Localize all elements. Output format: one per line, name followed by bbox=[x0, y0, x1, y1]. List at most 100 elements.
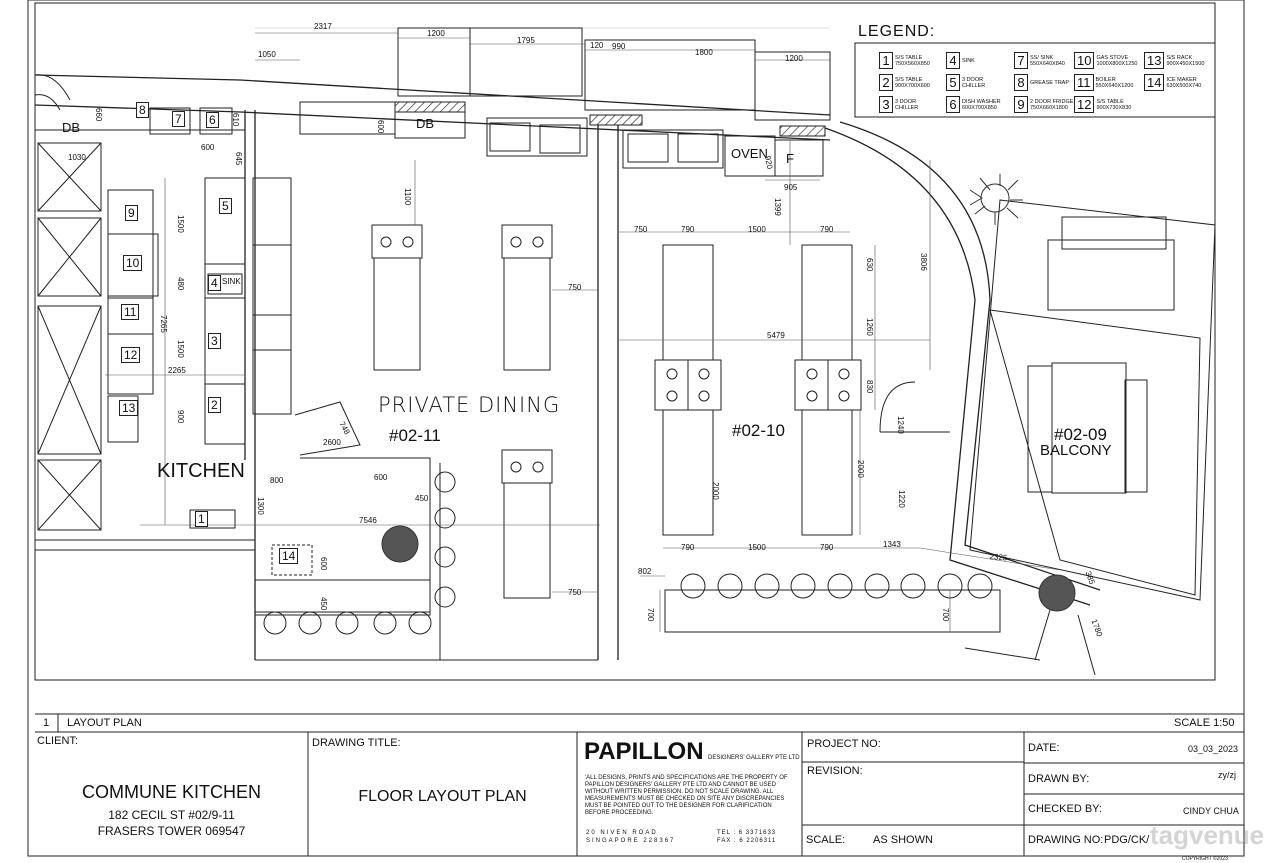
address-line-1: 182 CECIL ST #02/9-11 bbox=[108, 808, 235, 822]
dining-tables-0211 bbox=[371, 224, 553, 599]
room-label-private-dining: PRIVATE DINING bbox=[378, 393, 561, 417]
dimension-label: 2317 bbox=[314, 22, 332, 31]
equipment-tag-11: 11 bbox=[121, 304, 140, 320]
legend-item-number: 10 bbox=[1074, 52, 1095, 69]
equipment-tag-9: 9 bbox=[125, 205, 138, 221]
legend-title: LEGEND: bbox=[858, 23, 936, 40]
equipment-tag-14: 14 bbox=[279, 548, 299, 564]
legend-frame bbox=[854, 42, 1216, 118]
dimension-label: 750 bbox=[568, 588, 582, 597]
equipment-tag-5: 5 bbox=[219, 198, 232, 214]
dimension-label: 120 bbox=[590, 41, 604, 50]
balcony-table bbox=[1047, 239, 1175, 311]
legend-item-text: DISH WASHER 600X700X850 bbox=[962, 98, 1001, 111]
dimension-label: 1399 bbox=[773, 198, 782, 216]
dimension-label: 750 bbox=[634, 225, 648, 234]
legend-item-text: S/S TABLE 900X730X830 bbox=[1096, 98, 1132, 111]
equipment-tag-12: 12 bbox=[121, 347, 141, 363]
dining-tables-0210 bbox=[654, 244, 1001, 633]
column-0211 bbox=[381, 525, 419, 563]
dimension-label: 700 bbox=[941, 608, 950, 622]
label-db-1: DB bbox=[62, 120, 81, 135]
address-line-2: FRASERS TOWER 069547 bbox=[97, 824, 246, 838]
dimension-label: 790 bbox=[820, 225, 834, 234]
project-no-label: PROJECT NO: bbox=[807, 738, 881, 750]
copyright: COPYRIGHT ©2023 bbox=[1182, 856, 1228, 862]
legend-item-number: 2 bbox=[879, 74, 893, 91]
label-sink: SINK bbox=[222, 277, 241, 286]
equipment-tag-13: 13 bbox=[119, 400, 139, 416]
dimension-label: 600 bbox=[319, 557, 328, 571]
drawing-frame bbox=[34, 2, 1216, 681]
dimension-label: 600 bbox=[374, 473, 388, 482]
label-oven: OVEN bbox=[731, 146, 768, 161]
kitchen-storage bbox=[37, 142, 102, 531]
legend-item-text: ICE MAKER 630X500X740 bbox=[1166, 76, 1202, 89]
dimension-label: 1240 bbox=[896, 416, 905, 434]
drawing-no-label: DRAWING NO: bbox=[1028, 834, 1104, 846]
dimension-label: 600 bbox=[376, 120, 385, 134]
equipment-tag-4: 4 bbox=[208, 275, 221, 291]
dimension-label: 2600 bbox=[323, 438, 341, 447]
revision-label: REVISION: bbox=[807, 765, 863, 777]
legend-item-text: SS/ SINK 550X640X840 bbox=[1030, 54, 1065, 67]
drawing-title: FLOOR LAYOUT PLAN bbox=[358, 788, 527, 805]
firm-fax: FAX : 6 2206311 bbox=[717, 838, 777, 844]
dimension-label: 790 bbox=[681, 543, 695, 552]
dimension-label: 1100 bbox=[403, 188, 412, 206]
dimension-label: 2325 bbox=[989, 552, 1008, 563]
scale-label: SCALE: bbox=[806, 834, 846, 846]
drawing-title-label: DRAWING TITLE: bbox=[312, 737, 401, 749]
firm-logo: PAPILLON DESIGNERS' GALLERY PTE LTD bbox=[584, 738, 800, 766]
legend-item-text: SINK bbox=[962, 57, 975, 64]
equipment-tag-8: 8 bbox=[136, 102, 149, 118]
dimension-label: 790 bbox=[681, 225, 695, 234]
legend-item-number: 6 bbox=[946, 96, 960, 113]
firm-address-1: 20 NIVEN ROAD bbox=[586, 830, 658, 836]
stools-0210 bbox=[680, 573, 993, 599]
dimension-label: 802 bbox=[638, 567, 652, 576]
dimension-label: 480 bbox=[176, 277, 185, 291]
client-label: CLIENT: bbox=[37, 735, 78, 747]
room-label-0211: #02-11 bbox=[389, 426, 441, 445]
dimension-label: 660 bbox=[94, 108, 103, 122]
dimension-label: 1050 bbox=[258, 50, 276, 59]
dimension-label: 1200 bbox=[427, 29, 445, 38]
dimension-label: 1500 bbox=[748, 543, 766, 552]
legend-item-number: 14 bbox=[1144, 74, 1165, 91]
legend-item-number: 3 bbox=[879, 96, 893, 113]
dimension-label: 750 bbox=[568, 283, 582, 292]
legend-item-number: 11 bbox=[1074, 74, 1094, 91]
view-title: LAYOUT PLAN bbox=[67, 717, 142, 729]
view-number: 1 bbox=[43, 717, 50, 729]
dimension-label: 3806 bbox=[919, 253, 928, 271]
legend-item-text: S/S TABLE 900X700X600 bbox=[895, 76, 930, 89]
dimension-label: 610 bbox=[231, 113, 240, 127]
firm-tel: TEL : 6 3371633 bbox=[717, 830, 777, 836]
dimension-label: 905 bbox=[784, 183, 798, 192]
legend-item-number: 5 bbox=[946, 74, 960, 91]
stools-0211 bbox=[263, 471, 456, 635]
date-label: DATE: bbox=[1028, 742, 1060, 754]
dimension-label: 800 bbox=[270, 476, 284, 485]
dimension-label: 630 bbox=[865, 258, 874, 272]
dimension-label: 1500 bbox=[748, 225, 766, 234]
dimension-label: 1795 bbox=[517, 36, 535, 45]
title-block bbox=[35, 713, 1244, 856]
dimension-label: 1220 bbox=[897, 490, 906, 508]
legend-item-number: 8 bbox=[1014, 74, 1028, 91]
legend-item-number: 12 bbox=[1074, 96, 1095, 113]
checked-by-label: CHECKED BY: bbox=[1028, 803, 1102, 815]
checked-by-value: CINDY CHUA bbox=[1183, 806, 1239, 816]
legend-item-number: 4 bbox=[946, 52, 960, 69]
watermark: tagvenue bbox=[1150, 820, 1265, 850]
dimension-label: 2000 bbox=[856, 460, 865, 478]
equipment-tag-10: 10 bbox=[123, 255, 143, 271]
legend-item-number: 9 bbox=[1014, 96, 1028, 113]
